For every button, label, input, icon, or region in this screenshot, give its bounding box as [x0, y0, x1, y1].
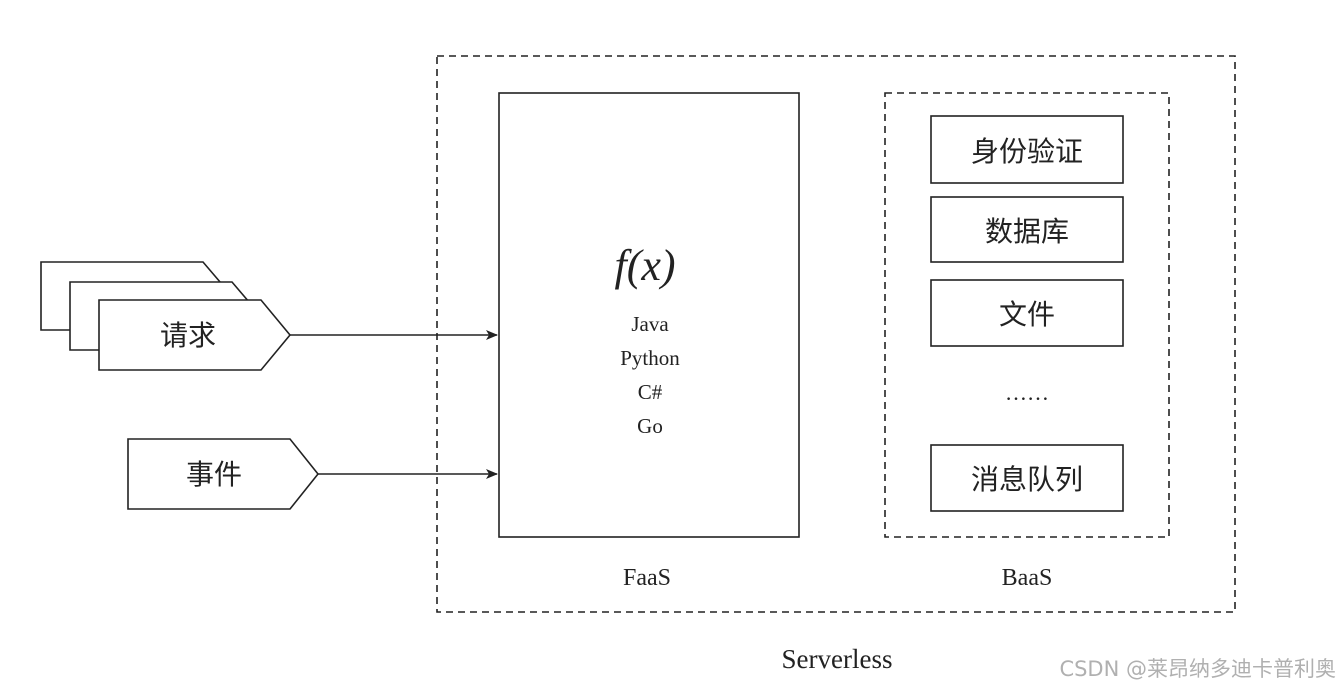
event-label: 事件 [186, 458, 242, 491]
baas-box [884, 92, 1170, 538]
service-box-auth [930, 115, 1124, 184]
serverless-boundary [436, 55, 1236, 613]
language-csharp: C# [638, 380, 663, 404]
serverless-label: Serverless [782, 644, 893, 674]
csdn-watermark: CSDN @莱昂纳多迪卡普利奥 [1059, 657, 1336, 681]
service-file-label: 文件 [999, 298, 1055, 331]
request-label: 请求 [160, 319, 216, 352]
service-ellipsis: …… [1005, 380, 1049, 405]
service-database-label: 数据库 [985, 215, 1069, 248]
language-go: Go [637, 414, 663, 438]
baas-label: BaaS [1002, 565, 1053, 591]
language-python: Python [620, 346, 680, 370]
service-box-database [930, 196, 1124, 263]
function-symbol: f(x) [614, 241, 675, 290]
faas-box [498, 92, 800, 538]
service-box-message-queue [930, 444, 1124, 512]
event-shape [127, 438, 320, 510]
service-message-queue-label: 消息队列 [971, 463, 1083, 496]
faas-label: FaaS [623, 565, 671, 591]
service-auth-label: 身份验证 [971, 135, 1083, 168]
language-list: Java Python C# Go [620, 312, 680, 438]
service-box-file [930, 279, 1124, 347]
request-shape-front [98, 299, 292, 371]
language-java: Java [631, 312, 669, 336]
